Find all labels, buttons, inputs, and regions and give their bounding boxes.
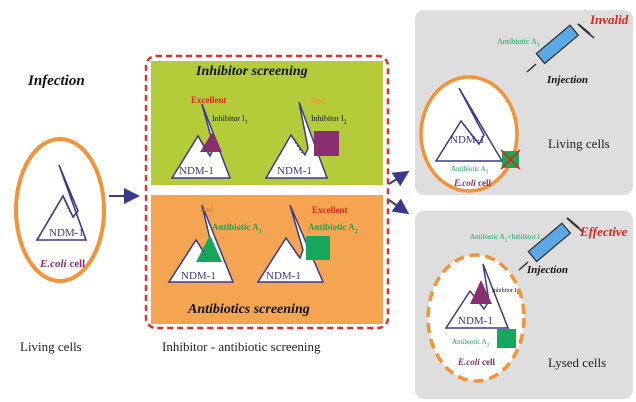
ndm1-label-inhibitor-1: NDM-1 bbox=[179, 165, 214, 177]
inhibitor-2-square bbox=[314, 131, 339, 156]
antibiotic-2-square-effective bbox=[497, 329, 516, 348]
ecoli-cell-left bbox=[14, 137, 106, 283]
screening-dashed-border bbox=[144, 54, 390, 330]
antibiotic-2-label: Antibiotic A2 bbox=[308, 222, 358, 235]
arrow-to-effective bbox=[388, 198, 410, 215]
inhibitor-label-effective: Inhibitor I1 bbox=[492, 288, 519, 297]
inhibitor-1-triangle bbox=[200, 131, 222, 152]
ecoli-label-invalid: E.coli cell bbox=[454, 178, 491, 188]
antibiotic-screening-title: Antibiotics screening bbox=[188, 302, 310, 317]
excellent-label-inhibitor: Excellent bbox=[191, 95, 227, 105]
ndm1-label-inhibitor-2: NDM-1 bbox=[277, 165, 312, 177]
ecoli-label-effective: E.coli cell bbox=[458, 357, 495, 367]
inhibitor-1-triangle-bound bbox=[470, 280, 492, 304]
inhibitor-1-label: Inhibitor I1 bbox=[212, 114, 248, 126]
screening-caption: Inhibitor - antibiotic screening bbox=[162, 339, 321, 354]
antibiotic-2-square bbox=[306, 236, 330, 260]
living-cells-caption-right: Living cells bbox=[548, 136, 610, 151]
excellent-label-antibiotic: Excellent bbox=[312, 205, 348, 215]
ecoli-label-left: E.coli cell bbox=[40, 258, 86, 270]
antibiotic-label-invalid: Antibiotic A1 bbox=[451, 165, 489, 176]
syringe-label-effective: Antibiotic A2+Inhibitor I1 bbox=[470, 233, 543, 244]
lysed-cells-caption: Lysed cells bbox=[548, 355, 607, 370]
infection-heading: Infection bbox=[28, 73, 85, 89]
antibiotic-1-label: Antibiotic A1 bbox=[212, 222, 262, 235]
bad-label-inhibitor: Bad bbox=[311, 96, 324, 105]
ndm1-label-antibiotic-1: NDM-1 bbox=[181, 270, 216, 282]
inhibitor-screening-title: Inhibitor screening bbox=[196, 64, 308, 79]
injection-label-invalid: Injection bbox=[547, 74, 588, 86]
arrow-to-invalid bbox=[388, 170, 410, 187]
ndm1-label-invalid: NDM-1 bbox=[450, 134, 485, 146]
ndm1-label-antibiotic-2: NDM-1 bbox=[266, 270, 301, 282]
inhibitor-2-label: Inhibitor I2 bbox=[311, 114, 347, 126]
effective-status: Effective bbox=[580, 224, 628, 239]
injection-label-effective: Injection bbox=[527, 264, 568, 276]
ecoli-cell-lysed bbox=[426, 253, 526, 383]
invalid-status: Invalid bbox=[590, 12, 629, 27]
ndm1-label-left: NDM-1 bbox=[49, 227, 84, 239]
ndm1-label-effective: NDM-1 bbox=[458, 315, 493, 327]
ecoli-cell-invalid bbox=[419, 75, 519, 193]
syringe-icon-invalid bbox=[526, 23, 595, 73]
living-cells-caption-left: Living cells bbox=[20, 339, 82, 354]
antibiotic-label-effective: Antibiotic A2 bbox=[452, 338, 490, 349]
bad-label-antibiotic: Bad bbox=[200, 205, 213, 214]
antibiotic-1-triangle bbox=[196, 235, 222, 262]
syringe-icon-effective bbox=[518, 217, 584, 271]
syringe-label-invalid: Antibiotic A1 bbox=[497, 37, 540, 49]
